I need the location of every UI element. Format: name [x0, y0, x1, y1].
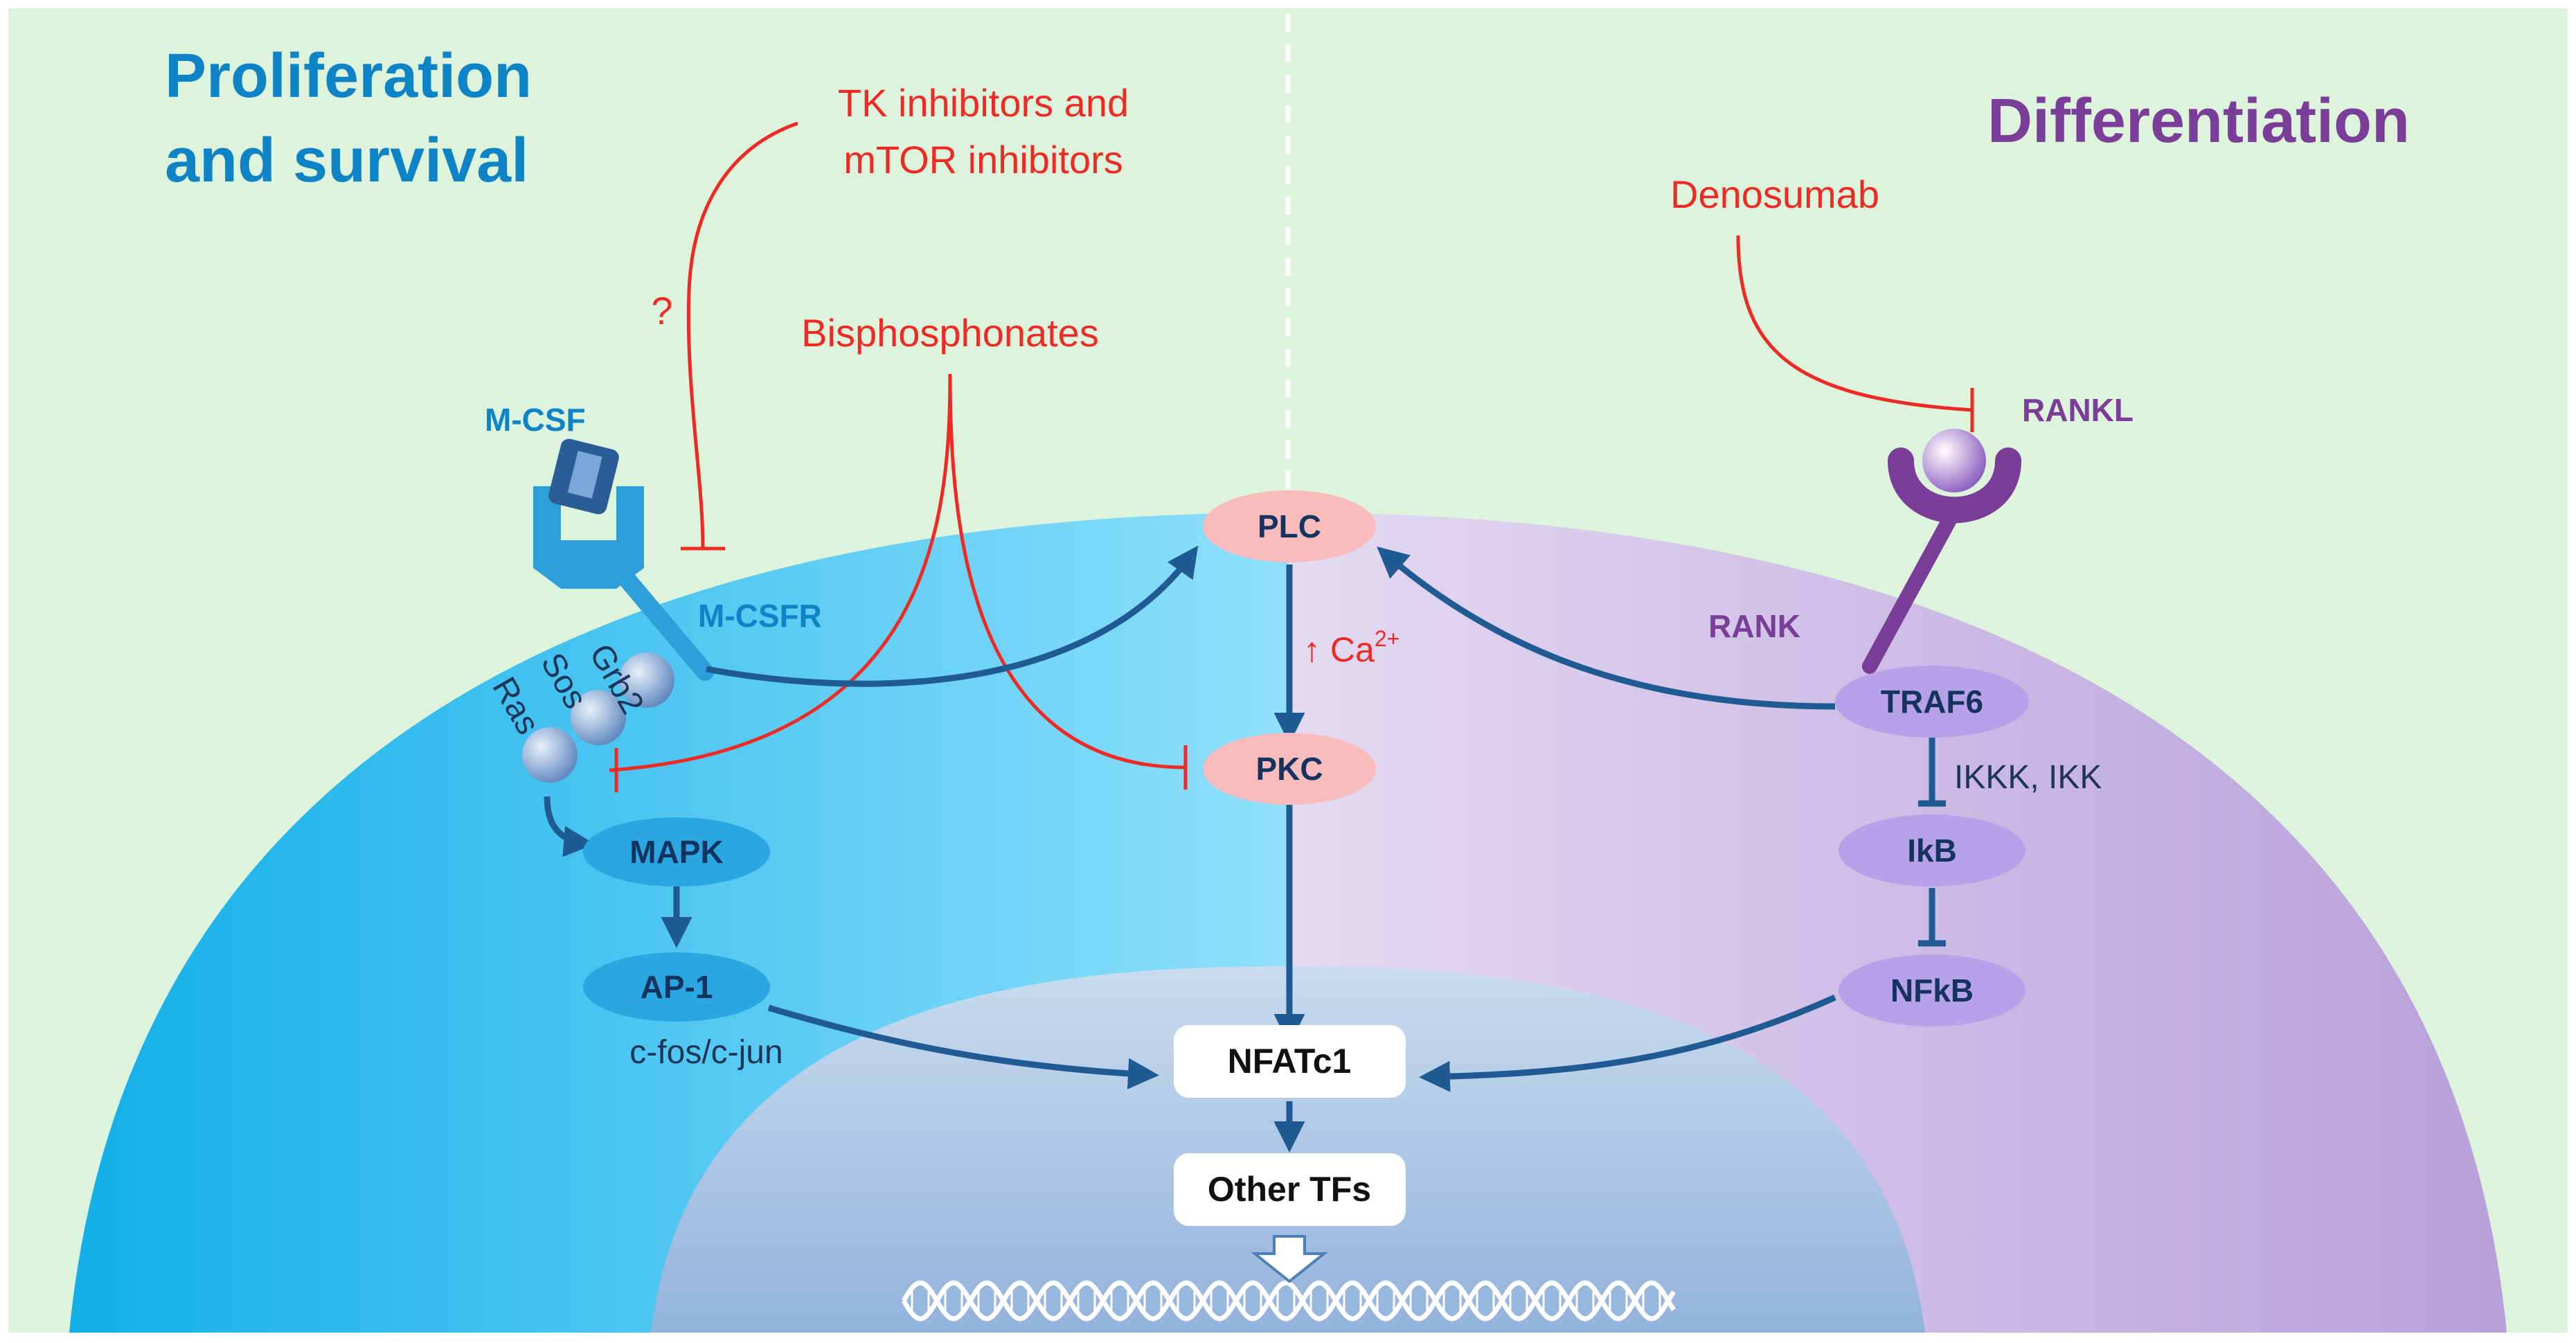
node-plc: PLC — [1203, 490, 1376, 562]
dna-strand-2 — [901, 1280, 1676, 1322]
arrow-ras-to-mapk — [544, 796, 595, 857]
drug-mtor-inhibitors: mTOR inhibitors — [843, 138, 1123, 181]
calcium-superscript: 2+ — [1375, 626, 1399, 651]
ikb-label: IkB — [1907, 833, 1957, 869]
adaptor-beads — [522, 652, 674, 783]
pathway-arrows — [544, 545, 1946, 1153]
rank-label: RANK — [1708, 608, 1800, 644]
rank-receptor — [1862, 429, 2021, 674]
other-tfs-box — [1174, 1153, 1406, 1226]
bisphosphonate-ras-curve — [609, 373, 952, 772]
mcsfr-fork — [533, 486, 644, 589]
rank-stem — [1862, 504, 1962, 674]
title-proliferation: Proliferation — [165, 42, 532, 111]
question-mark: ? — [651, 289, 672, 332]
drug-tk-inhibitors: TK inhibitors and — [838, 81, 1129, 125]
ap1-label: AP-1 — [641, 969, 713, 1005]
bead-grb2 — [619, 652, 674, 708]
rankl-ligand — [1922, 429, 1986, 492]
mcsf-label: M-CSF — [485, 402, 586, 438]
tk-inhibition-curve — [686, 121, 798, 548]
nfatc1-label: NFATc1 — [1228, 1042, 1352, 1080]
node-pkc: PKC — [1203, 733, 1376, 805]
mcsf-receptor — [533, 438, 714, 681]
node-ikb: IkB — [1839, 815, 2025, 887]
plc-ellipse — [1203, 490, 1376, 562]
title-differentiation: Differentiation — [1987, 87, 2410, 156]
inhibition-curves — [609, 121, 1974, 792]
transcription-hollow-arrow — [1251, 1235, 1328, 1283]
mcsfr-label: M-CSFR — [698, 598, 822, 634]
nfkb-ellipse — [1839, 954, 2025, 1026]
title-survival: and survival — [165, 126, 528, 195]
denosumab-curve — [1736, 235, 1973, 412]
dna-strand-1 — [901, 1280, 1676, 1322]
traf6-label: TRAF6 — [1881, 684, 1983, 720]
pkc-ellipse — [1203, 733, 1376, 805]
other-tfs-label: Other TFs — [1208, 1170, 1371, 1209]
bisphosphonate-pkc-curve — [948, 373, 1186, 770]
ikkk-ikk-label: IKKK, IKK — [1954, 759, 2102, 796]
arrow-nfkb-to-nfatc1 — [1419, 994, 1836, 1092]
arrow-mcsfr-to-plc — [706, 545, 1199, 687]
mapk-ellipse — [583, 817, 770, 887]
node-ap1: AP-1 — [583, 952, 770, 1022]
node-other-tfs: Other TFs — [1174, 1153, 1406, 1226]
ap1-ellipse — [583, 952, 770, 1022]
drug-denosumab: Denosumab — [1670, 172, 1879, 216]
mcsfr-stem — [614, 566, 714, 681]
plc-label: PLC — [1258, 508, 1321, 544]
calcium-arrow-text: ↑ Ca — [1303, 630, 1375, 669]
rankl-label: RANKL — [2022, 392, 2134, 428]
node-nfkb: NFkB — [1839, 954, 2025, 1026]
mapk-label: MAPK — [629, 834, 723, 870]
traf6-ellipse — [1835, 666, 2029, 738]
node-traf6: TRAF6 — [1835, 666, 2029, 738]
nfatc1-box — [1174, 1025, 1406, 1098]
mcsf-ligand-highlight — [567, 450, 602, 499]
dna-helix — [901, 1280, 1676, 1322]
bead-sos — [571, 690, 626, 745]
bead-ras — [522, 727, 578, 783]
drug-bisphosphonates: Bisphosphonates — [801, 311, 1099, 355]
pkc-label: PKC — [1255, 751, 1323, 787]
ikb-ellipse — [1839, 815, 2025, 887]
cfos-cjun-label: c-fos/c-jun — [629, 1034, 782, 1071]
nfkb-label: NFkB — [1890, 972, 1974, 1008]
arrow-traf6-to-plc — [1377, 546, 1836, 710]
calcium-label: ↑ Ca2+ — [1303, 626, 1399, 669]
arrow-ap1-to-nfatc1 — [767, 1004, 1159, 1089]
node-nfatc1: NFATc1 — [1174, 1025, 1406, 1098]
node-mapk: MAPK — [583, 817, 770, 887]
